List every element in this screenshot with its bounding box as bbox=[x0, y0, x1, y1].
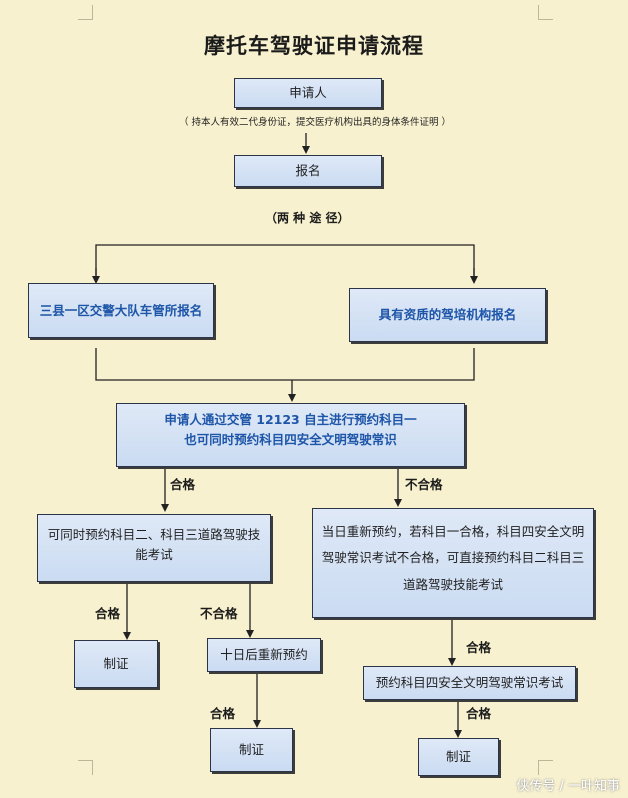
rebook-same-day-line2: 驾驶常识考试不合格，可直接预约科目二科目三 bbox=[321, 550, 585, 566]
subject1-booking-line2: 也可同时预约科目四安全文明驾驶常识 bbox=[184, 432, 397, 447]
pass-label-subject4: 合格 bbox=[466, 706, 492, 721]
subject2-3-booking-line2: 能考试 bbox=[135, 547, 173, 562]
pass-label-main: 合格 bbox=[170, 477, 196, 492]
right-route-box: 具有资质的驾培机构报名 bbox=[349, 288, 546, 342]
pass-label-right: 合格 bbox=[466, 640, 492, 655]
fail-label-main: 不合格 bbox=[405, 477, 443, 492]
license-box-3: 制证 bbox=[418, 738, 499, 776]
rebook-ten-days-box: 十日后重新预约 bbox=[207, 638, 321, 672]
subject1-booking-line1: 申请人通过交管 12123 自主进行预约科目一 bbox=[164, 412, 417, 427]
corner-mark-top-right bbox=[538, 5, 553, 20]
rebook-same-day-box: 当日重新预约，若科目一合格，科目四安全文明 驾驶常识考试不合格，可直接预约科目二… bbox=[312, 508, 594, 618]
license-box-1: 制证 bbox=[74, 640, 158, 688]
corner-mark-bottom-left bbox=[78, 760, 93, 775]
rebook-same-day-line3: 道路驾驶技能考试 bbox=[402, 576, 503, 592]
corner-mark-top-left bbox=[78, 5, 93, 20]
pass-label-rebook: 合格 bbox=[210, 706, 236, 721]
pass-label-left: 合格 bbox=[95, 606, 121, 621]
license-box-2: 制证 bbox=[210, 728, 293, 772]
watermark: 侠传号 / 一叶知事 bbox=[516, 779, 620, 794]
two-ways-label: （两 种 途 径） bbox=[265, 211, 350, 225]
corner-mark-bottom-right bbox=[538, 760, 553, 775]
register-box: 报名 bbox=[234, 155, 382, 187]
subject1-booking-box: 申请人通过交管 12123 自主进行预约科目一 也可同时预约科目四安全文明驾驶常… bbox=[116, 403, 465, 467]
rebook-same-day-line1: 当日重新预约，若科目一合格，科目四安全文明 bbox=[321, 524, 585, 539]
subject2-3-booking-box: 可同时预约科目二、科目三道路驾驶技 能考试 bbox=[37, 514, 271, 582]
subject4-exam-box: 预约科目四安全文明驾驶常识考试 bbox=[363, 666, 576, 700]
left-route-box: 三县一区交警大队车管所报名 bbox=[28, 283, 214, 338]
applicant-box: 申请人 bbox=[234, 78, 382, 108]
page-title: 摩托车驾驶证申请流程 bbox=[204, 33, 424, 58]
fail-label-left: 不合格 bbox=[200, 606, 238, 621]
subject2-3-booking-line1: 可同时预约科目二、科目三道路驾驶技 bbox=[47, 527, 261, 542]
applicant-note: （ 持本人有效二代身份证，提交医疗机构出具的身体条件证明 ） bbox=[178, 117, 452, 128]
